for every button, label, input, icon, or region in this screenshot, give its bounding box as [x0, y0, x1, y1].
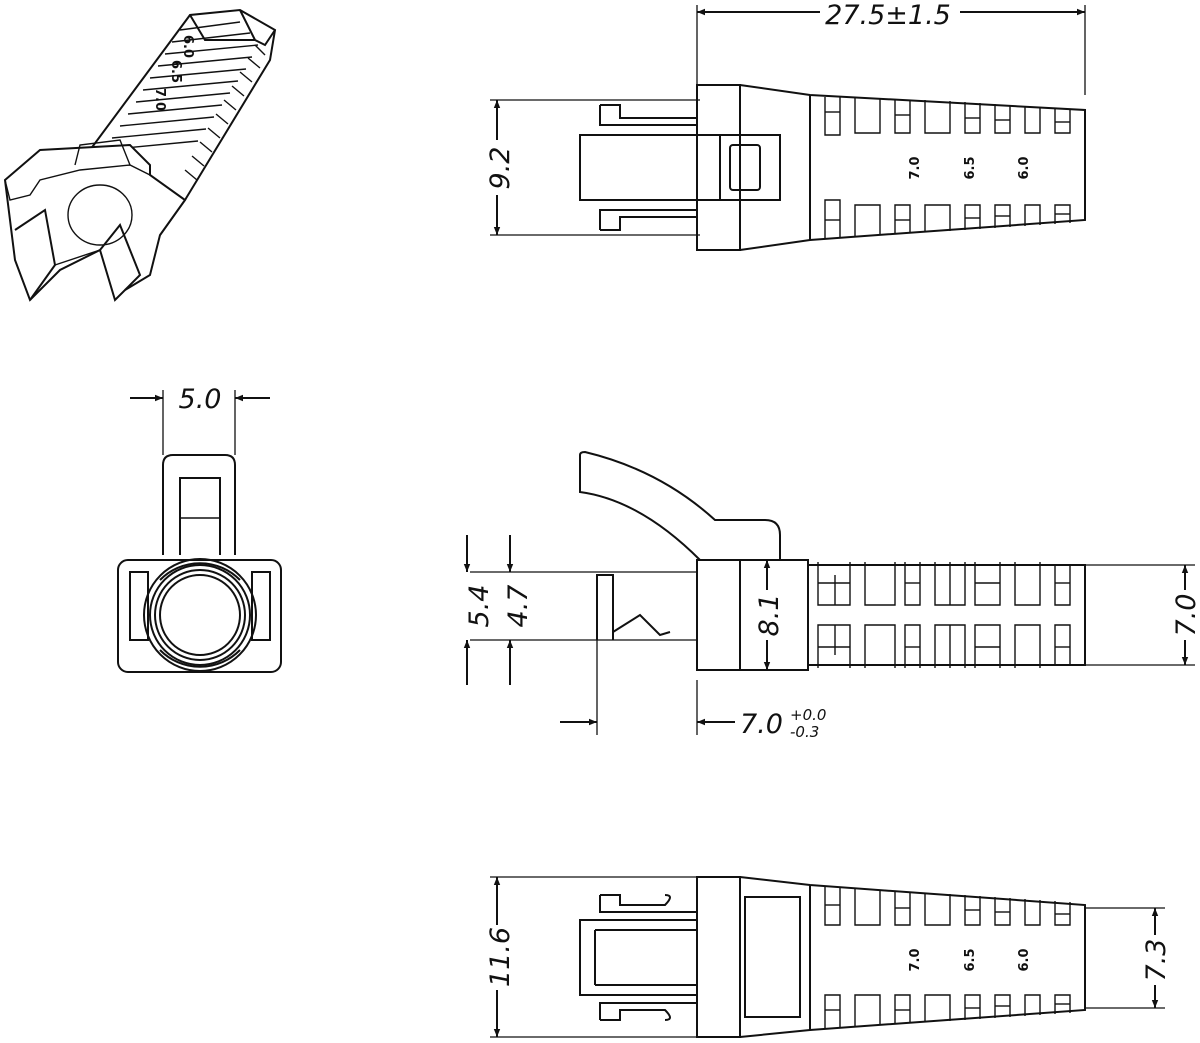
dim-side-front-tol-lower: -0.3 — [790, 723, 819, 741]
dim-bottom-tail-height: 7.3 — [1141, 939, 1172, 982]
top-size-mark-2: 6.5 — [963, 156, 978, 179]
dim-side-a: 5.4 — [464, 585, 495, 628]
dim-side-body-height: 8.1 — [754, 594, 785, 637]
top-view: 7.0 6.5 6.0 27.5±1.5 9.2 — [485, 0, 1086, 251]
dim-bottom-height: 11.6 — [485, 927, 516, 987]
bottom-size-mark-3: 6.0 — [1017, 948, 1032, 971]
isometric-view: 6.0 6.5 7.0 — [3, 8, 277, 302]
iso-mark-3: 7.0 — [152, 88, 167, 111]
iso-mark-1: 6.0 — [180, 35, 195, 58]
top-size-mark-1: 7.0 — [908, 156, 923, 179]
dim-end-width: 5.0 — [179, 384, 222, 415]
dim-side-front-tol-upper: +0.0 — [790, 706, 826, 724]
dim-side-b: 4.7 — [503, 585, 534, 628]
dim-side-front-length: 7.0 — [740, 709, 783, 740]
end-view: 5.0 — [117, 384, 282, 673]
bottom-size-mark-2: 6.5 — [963, 948, 978, 971]
top-size-mark-3: 6.0 — [1017, 156, 1032, 179]
iso-mark-2: 6.5 — [168, 60, 183, 83]
dim-side-tail-height: 7.0 — [1171, 594, 1200, 637]
dim-top-height: 9.2 — [485, 147, 516, 190]
side-view: 5.4 4.7 8.1 7.0 7.0 +0.0 -0.3 — [463, 450, 1200, 741]
dim-overall-length: 27.5±1.5 — [825, 0, 951, 31]
bottom-size-mark-1: 7.0 — [908, 948, 923, 971]
bottom-view: 11.6 7.0 6.5 6.0 — [485, 876, 1172, 1038]
